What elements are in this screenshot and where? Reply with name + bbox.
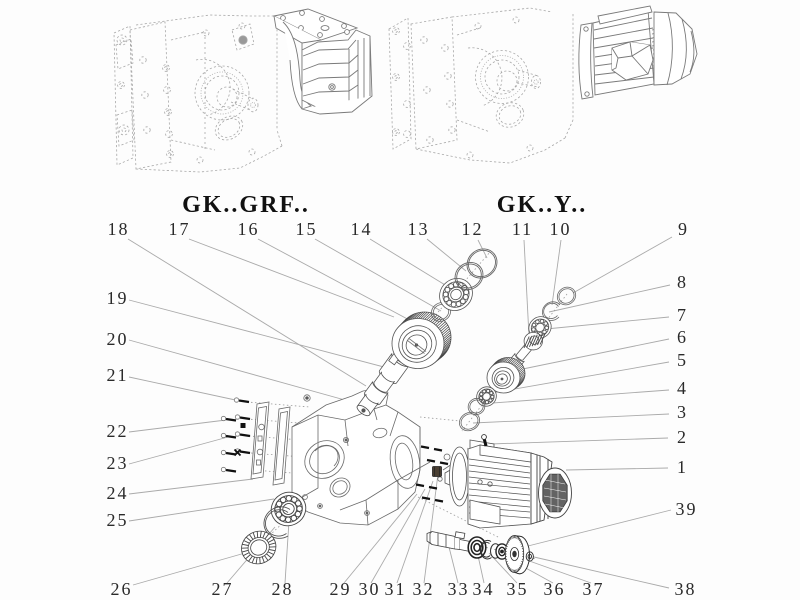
svg-text:GK..Y..: GK..Y.. xyxy=(497,192,587,218)
svg-text:28: 28 xyxy=(272,579,294,599)
svg-text:1: 1 xyxy=(677,457,688,477)
svg-text:26: 26 xyxy=(111,579,133,599)
svg-text:35: 35 xyxy=(507,579,529,599)
svg-text:24: 24 xyxy=(107,483,129,503)
svg-text:8: 8 xyxy=(677,272,688,292)
svg-text:6: 6 xyxy=(677,327,688,347)
svg-text:27: 27 xyxy=(212,579,234,599)
svg-text:13: 13 xyxy=(408,219,430,239)
svg-text:20: 20 xyxy=(107,329,129,349)
svg-text:10: 10 xyxy=(550,219,572,239)
svg-text:12: 12 xyxy=(462,219,484,239)
svg-text:37: 37 xyxy=(583,579,605,599)
svg-text:GK..GRF..: GK..GRF.. xyxy=(182,192,310,218)
svg-text:4: 4 xyxy=(677,378,688,398)
svg-text:36: 36 xyxy=(544,579,566,599)
svg-text:23: 23 xyxy=(107,453,129,473)
svg-text:14: 14 xyxy=(351,219,373,239)
svg-text:33: 33 xyxy=(448,579,470,599)
svg-text:11: 11 xyxy=(512,219,533,239)
svg-text:30: 30 xyxy=(359,579,381,599)
svg-text:31: 31 xyxy=(385,579,407,599)
svg-text:17: 17 xyxy=(169,219,191,239)
svg-text:9: 9 xyxy=(678,219,689,239)
svg-text:7: 7 xyxy=(677,305,688,325)
svg-text:5: 5 xyxy=(677,350,688,370)
svg-text:29: 29 xyxy=(330,579,352,599)
svg-text:2: 2 xyxy=(677,427,688,447)
svg-text:38: 38 xyxy=(675,579,697,599)
svg-text:22: 22 xyxy=(107,421,129,441)
svg-text:34: 34 xyxy=(473,579,495,599)
svg-text:25: 25 xyxy=(107,510,129,530)
svg-text:18: 18 xyxy=(108,219,130,239)
svg-text:39: 39 xyxy=(676,499,698,519)
svg-text:3: 3 xyxy=(677,402,688,422)
svg-text:15: 15 xyxy=(296,219,318,239)
svg-text:19: 19 xyxy=(107,288,129,308)
svg-text:21: 21 xyxy=(107,365,129,385)
svg-text:32: 32 xyxy=(413,579,435,599)
svg-text:16: 16 xyxy=(238,219,260,239)
